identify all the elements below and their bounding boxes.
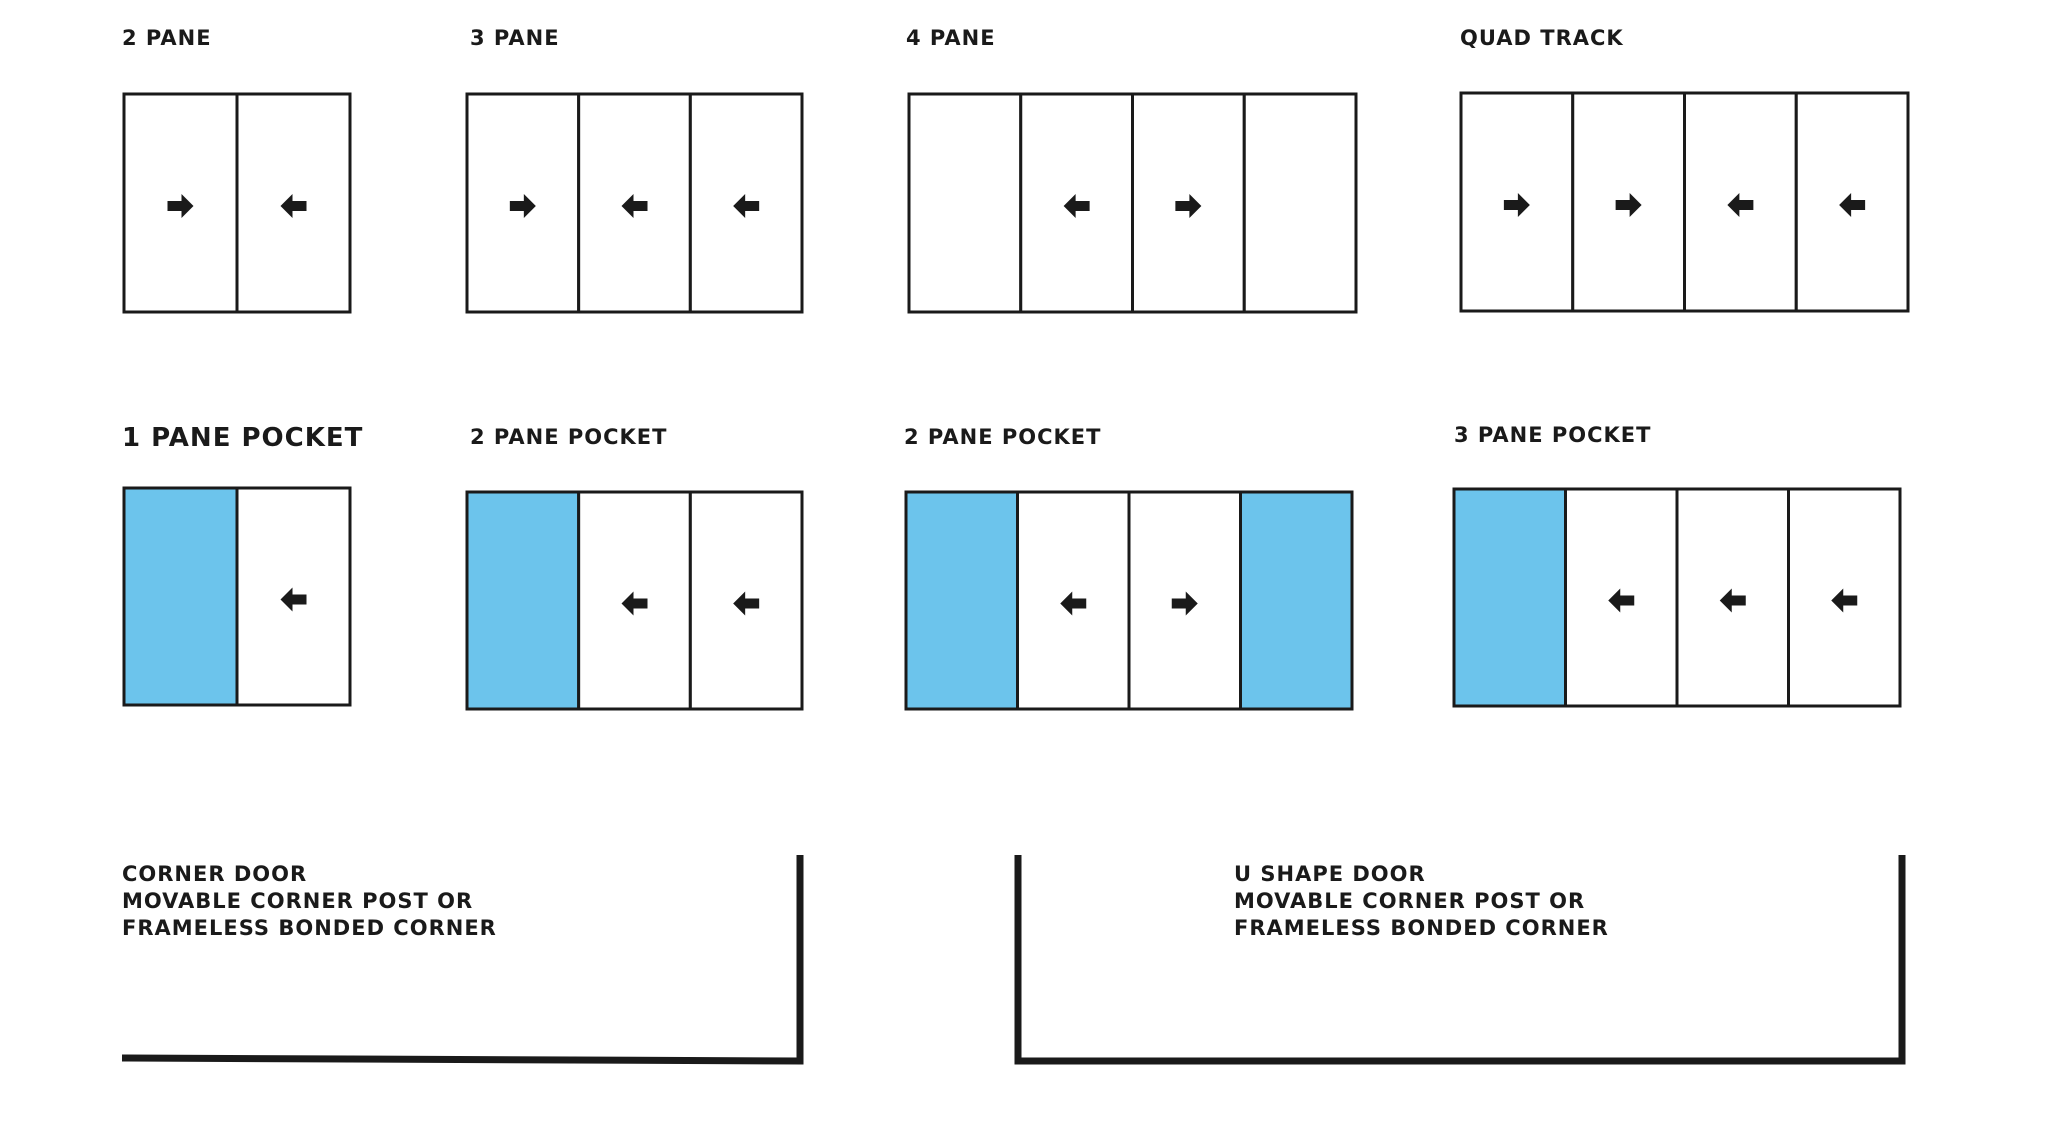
right-arrow-icon xyxy=(1503,193,1530,217)
left-arrow-icon xyxy=(1060,591,1087,616)
pocket-pane xyxy=(1239,490,1354,711)
left-arrow-icon xyxy=(1727,193,1754,217)
corner-door-line-1: CORNER DOOR xyxy=(122,862,308,886)
pane-config-0 xyxy=(122,92,352,314)
left-arrow-icon xyxy=(621,194,648,218)
corner-door-line-2: MOVABLE CORNER POST OR xyxy=(122,889,474,913)
pocket-pane xyxy=(465,490,581,711)
config-title-quad-track: QUAD TRACK xyxy=(1460,26,1624,50)
pane-config-6 xyxy=(904,490,1354,711)
right-arrow-icon xyxy=(509,194,536,218)
left-arrow-icon xyxy=(733,194,760,218)
left-arrow-icon xyxy=(280,587,307,612)
corner-door-outline xyxy=(121,855,804,1065)
config-title-3-pane: 3 PANE xyxy=(470,26,560,50)
left-arrow-icon xyxy=(1608,588,1635,613)
right-arrow-icon xyxy=(1171,591,1198,616)
u-shape-door-outline xyxy=(1014,855,1906,1065)
pane-config-2 xyxy=(907,92,1358,314)
config-title-1-pane-pocket: 1 PANE POCKET xyxy=(122,423,364,453)
left-arrow-icon xyxy=(621,591,648,616)
config-title-4-pane: 4 PANE xyxy=(906,26,996,50)
pocket-pane xyxy=(122,486,239,707)
pane-config-4 xyxy=(122,486,352,707)
left-arrow-icon xyxy=(733,591,760,616)
config-title-2-pane-pocket-double: 2 PANE POCKET xyxy=(904,425,1102,449)
pocket-pane xyxy=(1452,487,1567,708)
left-arrow-icon xyxy=(280,194,307,218)
u-shape-door-line-2: MOVABLE CORNER POST OR xyxy=(1234,889,1586,913)
pane-config-3 xyxy=(1459,91,1910,313)
config-title-2-pane-pocket: 2 PANE POCKET xyxy=(470,425,668,449)
config-title-2-pane: 2 PANE xyxy=(122,26,212,50)
corner-door-line-3: FRAMELESS BONDED CORNER xyxy=(122,916,497,940)
u-shape-door-line-3: FRAMELESS BONDED CORNER xyxy=(1234,916,1609,940)
u-shape-door-line-1: U SHAPE DOOR xyxy=(1234,862,1426,886)
sliding-pane xyxy=(1242,92,1358,314)
corner-door-label: CORNER DOOR MOVABLE CORNER POST OR FRAME… xyxy=(122,861,497,942)
left-arrow-icon xyxy=(1719,588,1746,613)
left-arrow-icon xyxy=(1831,588,1858,613)
right-arrow-icon xyxy=(1175,194,1202,218)
pane-config-1 xyxy=(465,92,804,314)
u-shape-door-label: U SHAPE DOOR MOVABLE CORNER POST OR FRAM… xyxy=(1234,861,1609,942)
pane-config-7 xyxy=(1452,487,1902,708)
config-title-3-pane-pocket: 3 PANE POCKET xyxy=(1454,423,1652,447)
right-arrow-icon xyxy=(167,194,194,218)
left-arrow-icon xyxy=(1063,194,1090,218)
right-arrow-icon xyxy=(1615,193,1642,217)
left-arrow-icon xyxy=(1839,193,1866,217)
pocket-pane xyxy=(904,490,1019,711)
sliding-pane xyxy=(907,92,1023,314)
